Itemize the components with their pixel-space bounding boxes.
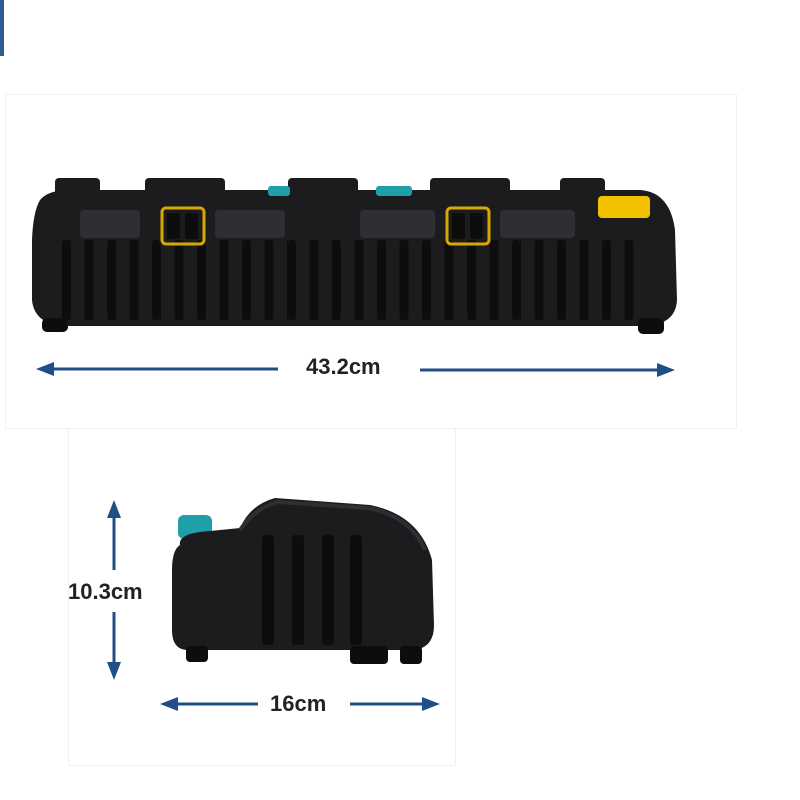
height-label: 10.3cm xyxy=(68,579,143,604)
accent-bar xyxy=(0,0,4,56)
length-label: 43.2cm xyxy=(306,354,381,379)
depth-label: 16cm xyxy=(270,691,327,716)
